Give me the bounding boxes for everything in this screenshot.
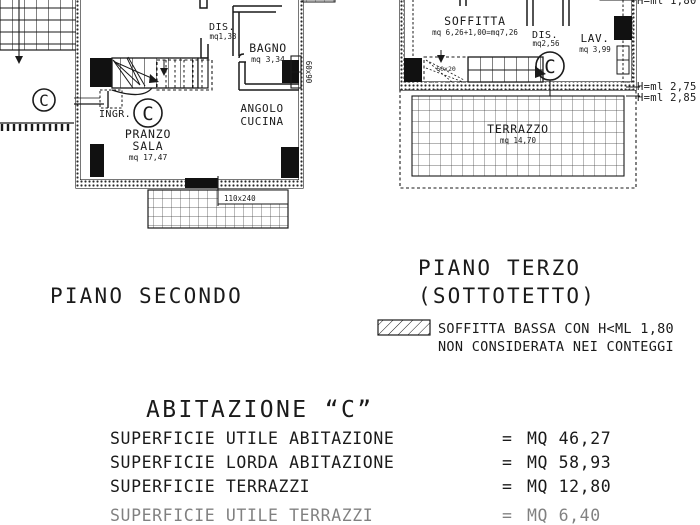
summary-row-value: MQ 12,80 [527, 477, 611, 496]
plan-piano-secondo: C [0, 0, 336, 308]
height-label-2: H=ml 2,85 [637, 92, 697, 104]
legend-hatch-swatch [377, 319, 431, 336]
window-right-wall-3 [616, 45, 630, 75]
entrance-door [74, 89, 123, 109]
height-annotations: H=ml 2,75 H=ml 2,85 H=ml 1,80 [626, 0, 697, 104]
dimension-balcony-door: 110x240 [224, 194, 256, 203]
summary-row: SUPERFICIE LORDA ABITAZIONE = MQ 58,93 [110, 453, 611, 472]
stair-void-dashed-3: 60x20 [423, 50, 469, 83]
door-openings-3 [404, 16, 632, 82]
window-right-wall [290, 55, 302, 89]
summary-row-label: SUPERFICIE LORDA ABITAZIONE [110, 453, 394, 472]
common-landing-hatch [0, 122, 74, 131]
room-area-bagno: mq 3,34 [251, 55, 285, 64]
internal-staircase-3 [467, 56, 546, 83]
room-label-lav: LAV. [581, 32, 610, 45]
plan-caption-piano-secondo: PIANO SECONDO [50, 284, 243, 308]
stair-direction-arrow [15, 0, 23, 64]
plan-caption-piano-terzo: PIANO TERZO [418, 256, 581, 280]
room-label-bagno: BAGNO [249, 41, 287, 55]
balcony-tiled [147, 176, 289, 229]
room-area-pranzo-sala: mq 17,47 [129, 153, 168, 162]
summary-row-value: MQ 58,93 [527, 453, 611, 472]
room-label-terrazzo: TERRAZZO [487, 122, 549, 136]
marker-label: C [142, 103, 153, 125]
summary-row-label: SUPERFICIE UTILE ABITAZIONE [110, 429, 394, 448]
door-openings [90, 58, 299, 188]
disimpegno-walls [199, 0, 282, 59]
dimension-stair-void: 60x20 [436, 65, 456, 73]
summary-row-clipped: SUPERFICIE UTILE TERRAZZI = MQ 6,40 [110, 506, 601, 525]
summary-row-eq: = [502, 453, 512, 472]
room-label-angolo: ANGOLO [240, 102, 283, 115]
room-label-soffitta: SOFFITTA [444, 14, 506, 28]
dimension-window-right: 60x90 [304, 61, 313, 84]
legend: SOFFITTA BASSA CON H<ML 1,80 NON CONSIDE… [377, 319, 674, 355]
room-area-dis: mq1,33 [209, 32, 236, 41]
summary-row: SUPERFICIE TERRAZZI = MQ 12,80 [110, 477, 611, 496]
marker-label: C [39, 91, 49, 110]
room-label-dis: DIS. [209, 22, 235, 33]
plan-piano-terzo: SOFFITTA mq 6,26+1,00=mq7,26 DIS. mq2,56… [399, 0, 697, 308]
legend-line-1: SOFFITTA BASSA CON H<ML 1,80 [438, 321, 674, 337]
summary-row-label: SUPERFICIE TERRAZZI [110, 477, 310, 496]
marker-label: C [544, 56, 555, 78]
height-label-1: H=ml 2,75 [637, 81, 697, 93]
unit-marker-c-inside: C [133, 98, 163, 128]
room-label-cucina: CUCINA [240, 115, 283, 128]
bagno-walls [238, 53, 299, 91]
summary-row: SUPERFICIE UTILE ABITAZIONE = MQ 46,27 [110, 429, 611, 448]
room-label-sala: SALA [133, 139, 164, 153]
wall-jog-topright [302, 0, 336, 3]
room-label-dis-3: DIS. [532, 30, 558, 41]
legend-line-2: NON CONSIDERATA NEI CONTEGGI [438, 339, 674, 355]
terrazzo-area [399, 89, 637, 189]
room-label-ingr: INGR. [99, 109, 131, 120]
room-area-terrazzo: mq 14,70 [500, 136, 537, 145]
room-area-dis-3: mq2,56 [532, 39, 560, 48]
summary-row-eq: = [502, 477, 512, 496]
low-headroom-dashed-area [156, 59, 213, 91]
unit-marker-c-landing: C [32, 88, 56, 112]
summary-row-label: SUPERFICIE UTILE TERRAZZI [110, 506, 373, 525]
plan-caption-piano-terzo-sub: (SOTTOTETTO) [418, 284, 596, 308]
summary-row-value: MQ 6,40 [527, 506, 601, 525]
summary-row-eq: = [502, 429, 512, 448]
common-staircase [0, 0, 79, 64]
top-partial-walls-3 [459, 0, 637, 6]
summary-title: ABITAZIONE “C” [146, 397, 373, 423]
summary-row-eq: = [502, 506, 512, 525]
disimpegno-walls-3 [526, 0, 570, 26]
height-label-top: H=ml 1,80 [637, 0, 697, 7]
room-area-lav: mq 3,99 [579, 45, 611, 54]
room-area-soffitta: mq 6,26+1,00=mq7,26 [432, 28, 518, 37]
room-label-pranzo: PRANZO [125, 127, 171, 141]
summary-row-value: MQ 46,27 [527, 429, 611, 448]
summary-block: ABITAZIONE “C” SUPERFICIE UTILE ABITAZIO… [110, 397, 611, 525]
